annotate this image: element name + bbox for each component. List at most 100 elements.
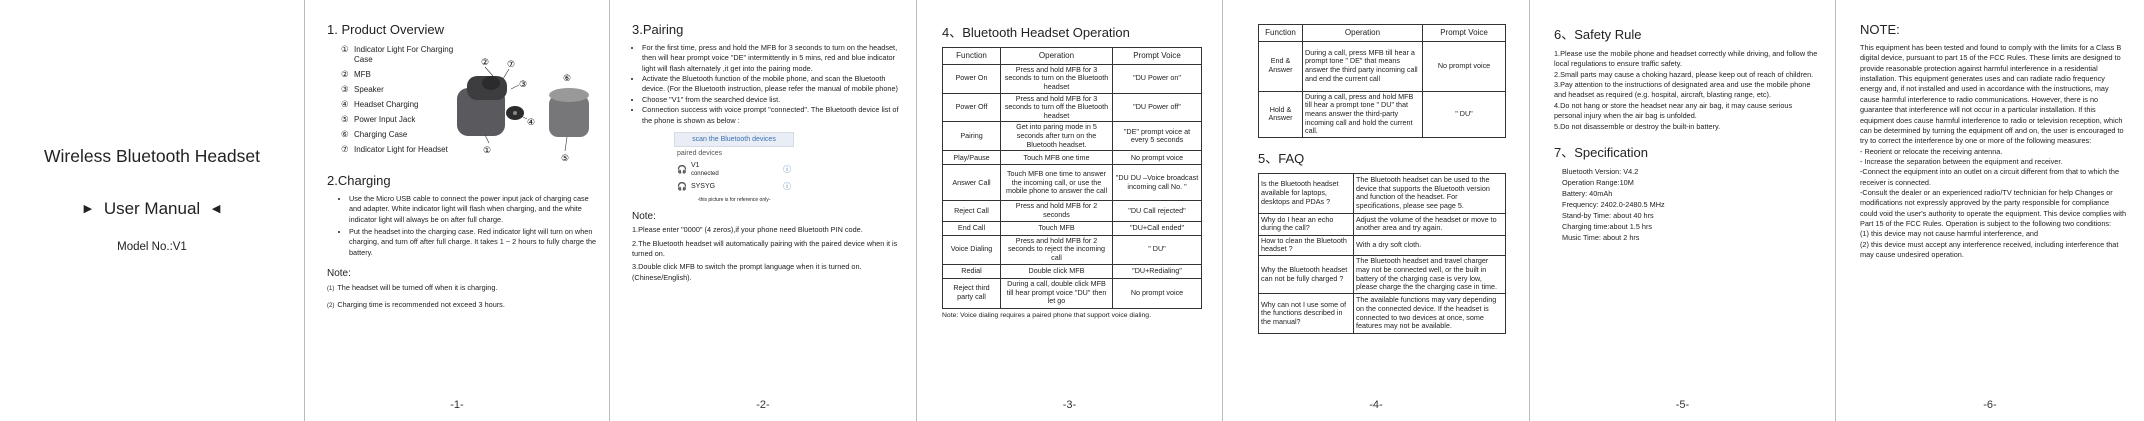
function-cell: Play/Pause — [942, 150, 1001, 166]
part-item: ② MFB — [341, 70, 461, 81]
screenshot-caption: -this picture is for reference only- — [697, 197, 771, 204]
callout-1: ① — [483, 146, 491, 156]
faq-answer: Adjust the volume of the headset or move… — [1353, 212, 1506, 236]
faq-answer: The available functions may vary dependi… — [1353, 293, 1506, 335]
operation-cell: Double click MFB — [1000, 263, 1113, 279]
fcc-measure: (2) this device must accept any interfer… — [1860, 239, 2119, 260]
overview-title: 1. Product Overview — [327, 22, 445, 37]
faq-row: Why the Bluetooth headset can not be ful… — [1258, 255, 1506, 295]
col-header: Operation — [1302, 24, 1423, 42]
pairing-bullet: Connection success with voice prompt "co… — [642, 105, 904, 126]
faq-row: Is the Bluetooth headset available for l… — [1258, 172, 1506, 214]
col-header: Operation — [1000, 47, 1113, 65]
cover-manual-title: ▶ User Manual ◀ — [0, 199, 304, 219]
faq-row: Why do I hear an echo during the call?Ad… — [1258, 212, 1506, 236]
device-status: connected — [690, 170, 719, 177]
col-header: Function — [942, 47, 1001, 65]
operation-cell: Press and hold MFB for 2 seconds — [1000, 200, 1113, 222]
pairing-note-title: Note: — [632, 211, 656, 223]
note-item: (2)Charging time is recommended not exce… — [327, 299, 505, 309]
prompt-cell: "DU+Call ended" — [1112, 220, 1202, 236]
function-cell: Voice Dialing — [942, 234, 1001, 265]
page-4: Function Operation Prompt Voice End & An… — [1223, 0, 1530, 421]
prompt-cell: No prompt voice — [1112, 277, 1202, 309]
col-header: Prompt Voice — [1422, 24, 1506, 42]
operation-cell: Touch MFB one time — [1000, 150, 1113, 166]
device-name: SYSYG — [690, 183, 716, 191]
scan-devices-header: scan the Bluetooth devices — [674, 131, 794, 147]
faq-question: How to clean the Bluetooth headset ? — [1258, 234, 1354, 257]
prompt-cell: "DU+Redialing" — [1112, 263, 1202, 279]
prompt-cell: " DU" — [1422, 90, 1506, 138]
prompt-cell: No prompt voice — [1422, 40, 1506, 92]
safety-item: 3.Pay attention to the instructions of d… — [1554, 80, 1811, 100]
function-cell: Pairing — [942, 121, 1001, 152]
pairing-bullet: Activate the Bluetooth function of the m… — [642, 74, 904, 95]
function-cell: Redial — [942, 263, 1001, 279]
callout-5: ⑤ — [561, 154, 569, 164]
device-name: V1 — [690, 161, 700, 169]
faq-question: Why do I hear an echo during the call? — [1258, 212, 1354, 236]
faq-answer: The Bluetooth headset can be used to the… — [1353, 172, 1506, 214]
operation-cell: Get into paring mode in 5 seconds after … — [1000, 121, 1113, 152]
fcc-measure: -Consult the dealer or an experienced ra… — [1860, 188, 2127, 229]
safety-item: 1.Please use the mobile phone and headse… — [1554, 49, 1818, 69]
page-number: -6- — [1983, 399, 1997, 411]
model-number: Model No.:V1 — [117, 241, 187, 253]
part-number: ② — [341, 69, 349, 80]
function-cell: Power On — [942, 63, 1001, 94]
function-cell: End Call — [942, 220, 1001, 236]
function-cell: Answer Call — [942, 164, 1001, 202]
part-number: ① — [341, 45, 349, 55]
page-number: -5- — [1675, 399, 1690, 411]
charging-bullet: Use the Micro USB cable to connect the p… — [349, 194, 597, 225]
operation-cell: Touch MFB one time to answer the incomin… — [1000, 164, 1113, 202]
part-number: ⑥ — [341, 130, 349, 140]
page-6: NOTE: This equipment has been tested and… — [1836, 0, 2144, 421]
spec-item: Music Time: about 2 hrs — [1562, 232, 1640, 242]
fcc-measures: - Reorient or relocate the receiving ant… — [1860, 147, 2128, 261]
page-5: 6、Safety Rule 1.Please use the mobile ph… — [1530, 0, 1836, 421]
part-label: Indicator Light for Headset — [354, 145, 448, 155]
earbud-left — [482, 76, 500, 90]
operation-cell: During a call, double click MFB till hea… — [1000, 277, 1113, 309]
operation-cell: Press and hold MFB for 2 seconds to reje… — [1000, 234, 1113, 265]
prompt-cell: " DU" — [1112, 234, 1202, 265]
charging-notes: (1)The headset will be turned off when i… — [327, 283, 597, 310]
function-cell: Hold & Answer — [1258, 90, 1303, 138]
pairing-bullet: For the first time, press and hold the M… — [642, 43, 904, 74]
operation-title: 4、Bluetooth Headset Operation — [942, 25, 1130, 40]
faq-row: How to clean the Bluetooth headset ?With… — [1258, 234, 1506, 257]
cover-page: Wireless Bluetooth Headset ▶ User Manual… — [0, 0, 305, 421]
part-label: MFB — [354, 69, 371, 79]
prompt-cell: "DE" prompt voice at every 5 seconds — [1112, 121, 1202, 152]
spec-item: Stand-by Time: about 40 hrs — [1562, 210, 1654, 220]
safety-item: 2.Small parts may cause a choking hazard… — [1554, 69, 1814, 79]
prompt-cell: "DU Power on" — [1112, 63, 1202, 94]
cover-title: Wireless Bluetooth Headset — [44, 146, 260, 166]
info-icon: ⓘ — [783, 165, 791, 175]
prompt-cell: "DU Call rejected" — [1112, 200, 1202, 222]
info-icon: ⓘ — [783, 182, 791, 192]
safety-item: 5.Do not disassemble or destroy the buil… — [1554, 121, 1721, 131]
charging-title: 2.Charging — [327, 173, 391, 188]
callout-2: ② — [481, 58, 489, 68]
faq-question: Why can not I use some of the functions … — [1258, 293, 1354, 335]
